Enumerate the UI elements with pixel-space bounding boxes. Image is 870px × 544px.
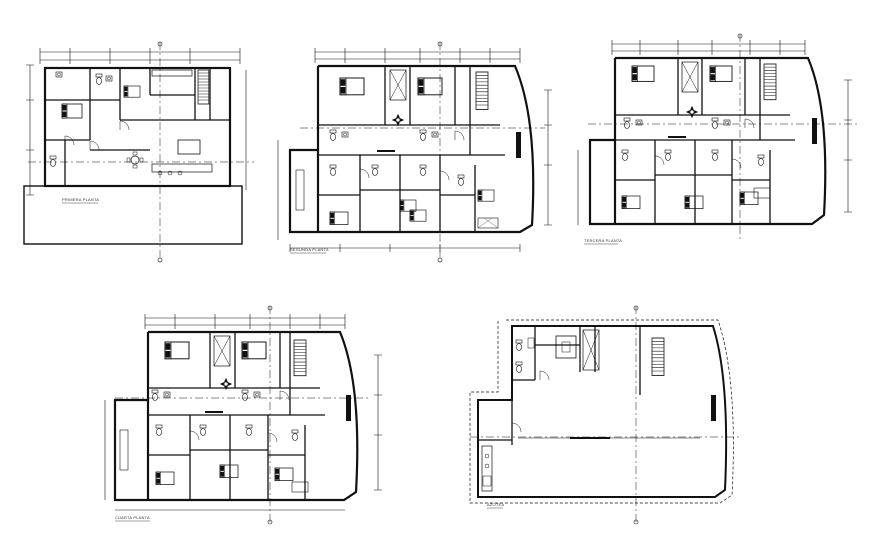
dimension-lines — [577, 40, 852, 225]
plan-label-tercera: TERCERA PLANTA — [584, 238, 622, 243]
dimension-lines — [26, 48, 247, 196]
floor-plan-segunda: SEGUNDA PLANTA — [277, 41, 552, 263]
plan-label-cuarta: CUARTA PLANTA — [115, 515, 150, 520]
plan-label-azotea: AZOTEA — [487, 502, 504, 507]
floor-plan-primera: PRIMERA PLANTA — [23, 41, 254, 263]
plan-label-segunda: SEGUNDA PLANTA — [290, 247, 329, 252]
dimension-lines — [104, 314, 382, 511]
floor-plan-tercera: TERCERA PLANTA — [577, 33, 860, 245]
floor-plan-cuarta: CUARTA PLANTA — [104, 305, 382, 525]
dimension-lines — [277, 48, 552, 252]
floor-plan-azotea: AZOTEA — [469, 305, 740, 525]
plan-label-primera: PRIMERA PLANTA — [62, 197, 99, 202]
